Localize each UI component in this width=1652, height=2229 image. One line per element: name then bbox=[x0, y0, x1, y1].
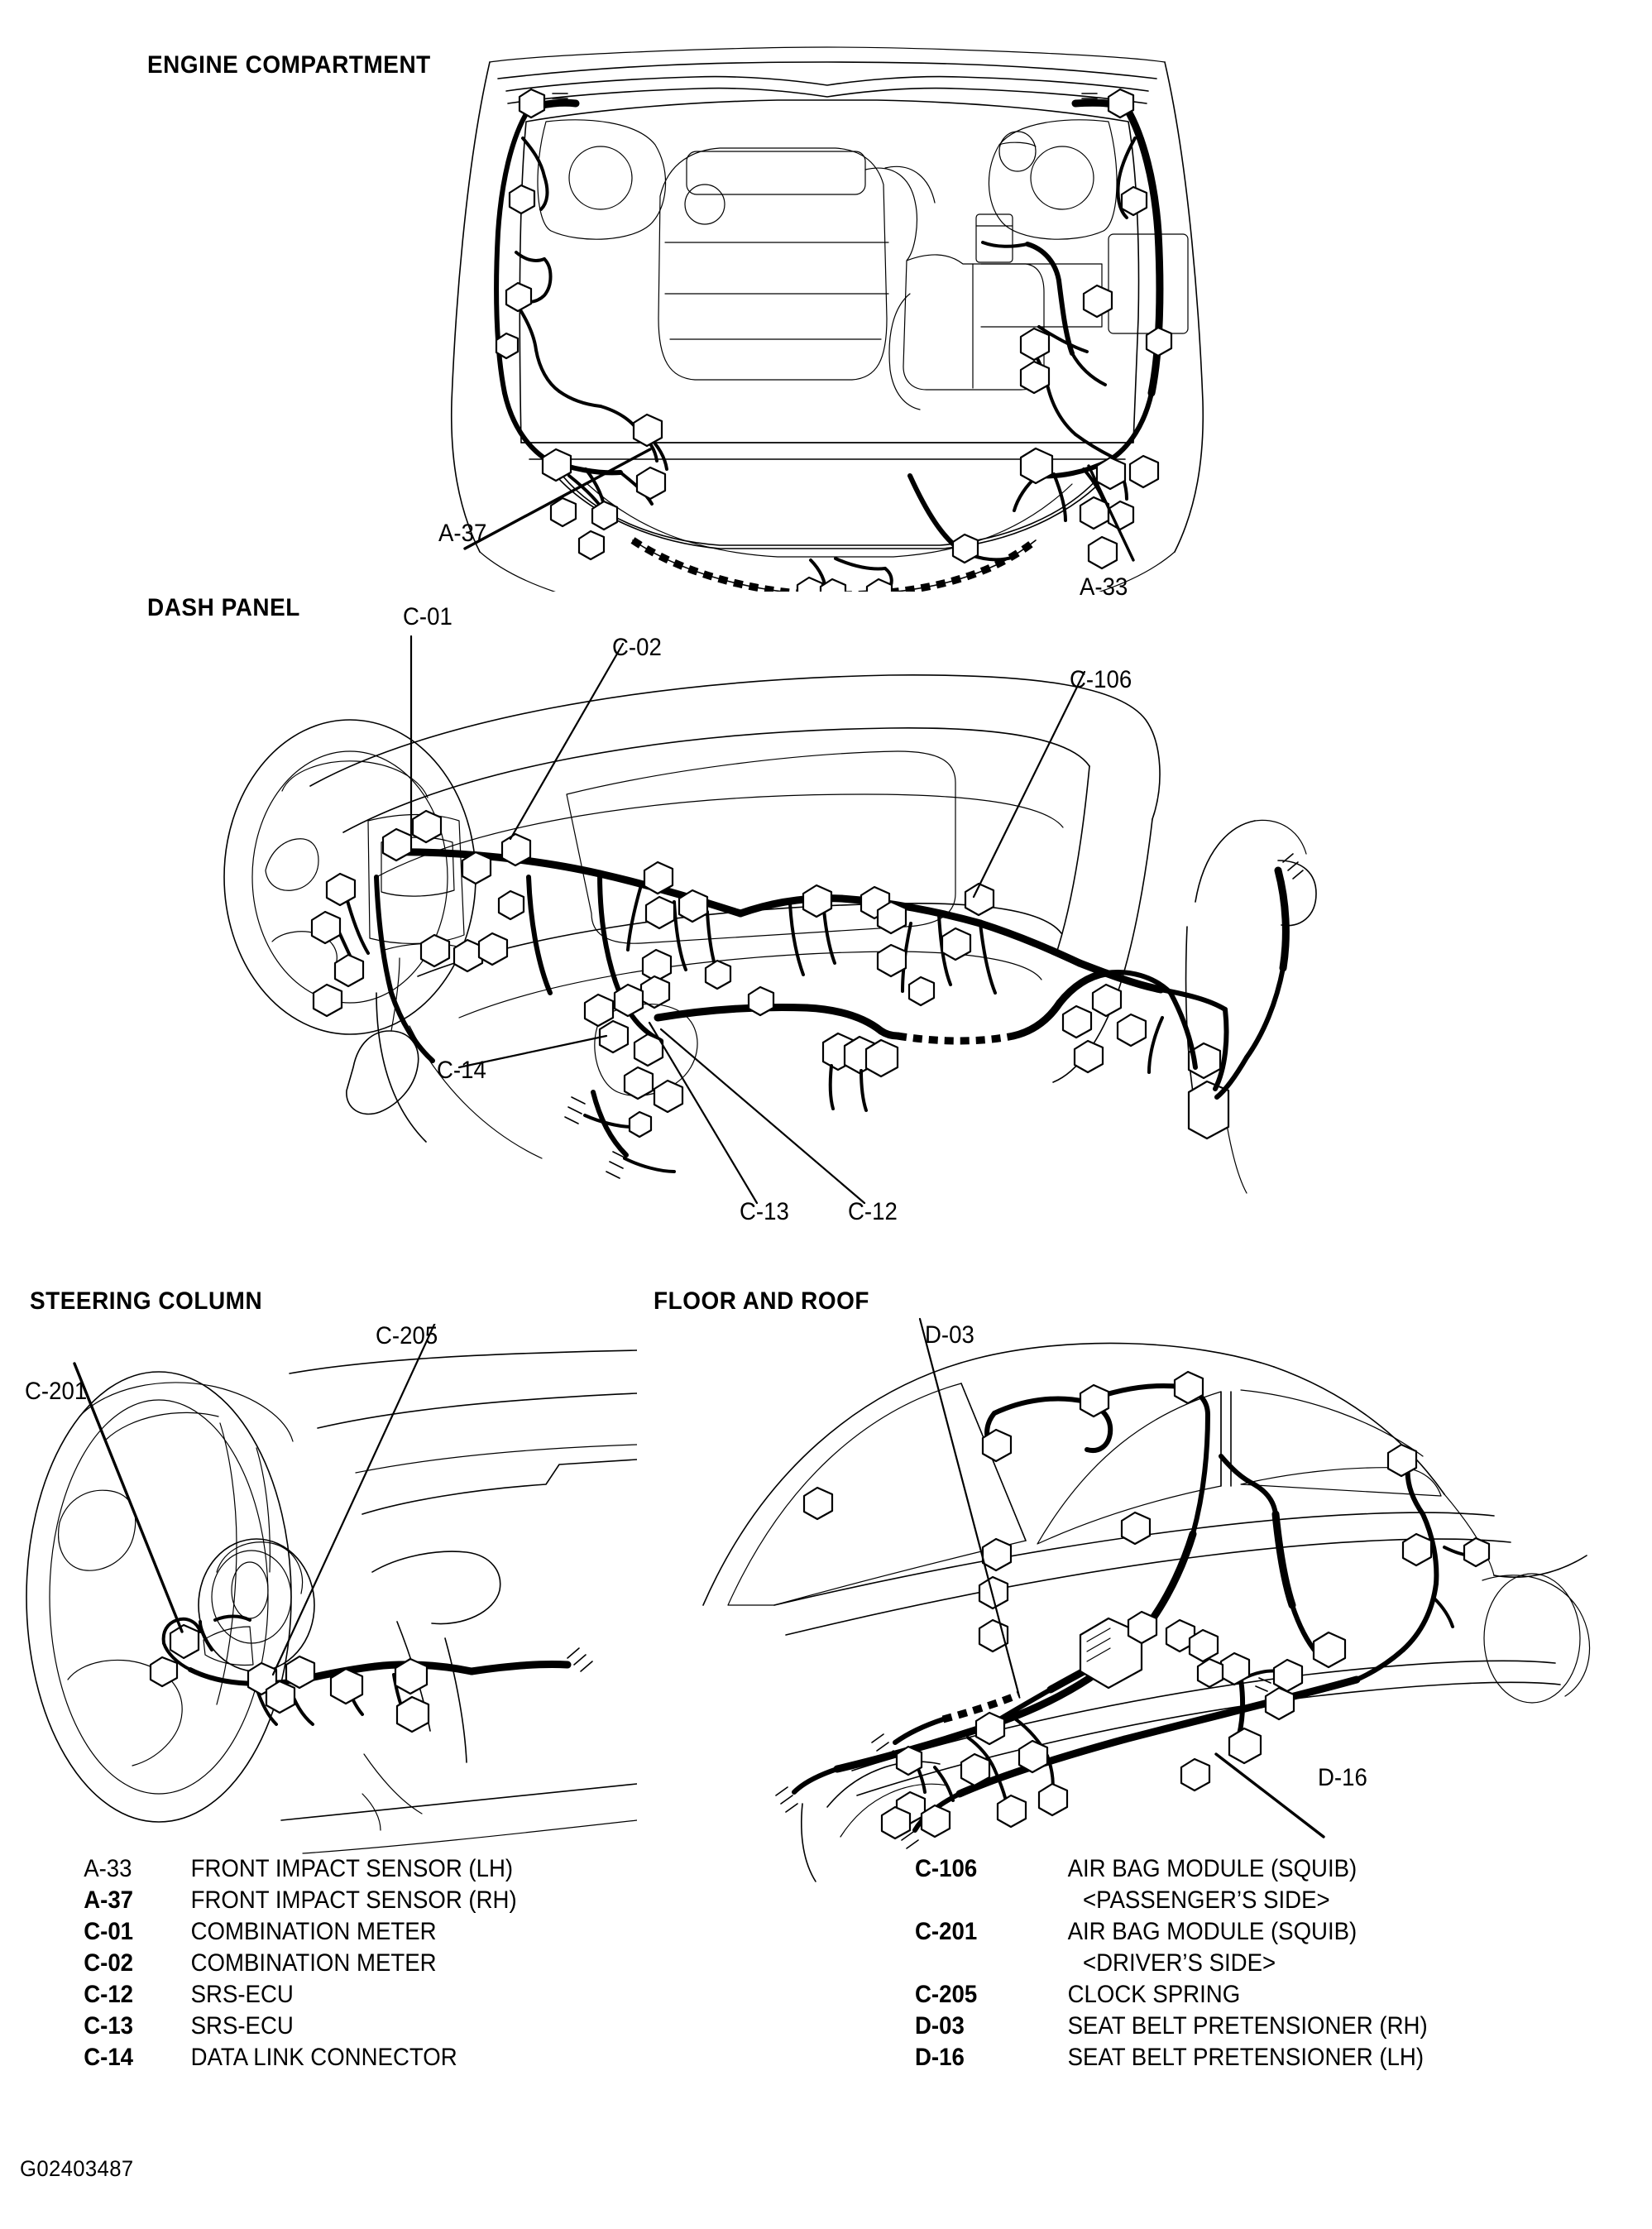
legend-code: C-12 bbox=[84, 1981, 134, 2008]
legend-description: FRONT IMPACT SENSOR (LH) bbox=[190, 1855, 514, 1882]
callout-c-02: C-02 bbox=[612, 634, 662, 661]
legend-row: C-106 AIR BAG MODULE (SQUIB) bbox=[877, 1853, 1652, 1885]
legend-row: C-201 AIR BAG MODULE (SQUIB) bbox=[877, 1916, 1652, 1948]
legend-row: <PASSENGER’S SIDE> bbox=[877, 1885, 1652, 1916]
legend-description: DATA LINK CONNECTOR bbox=[190, 2044, 457, 2071]
callout-d-16: D-16 bbox=[1318, 1764, 1367, 1791]
legend-description: <DRIVER’S SIDE> bbox=[1083, 1949, 1276, 1977]
legend-code: D-03 bbox=[915, 2012, 965, 2040]
legend-description: AIR BAG MODULE (SQUIB) bbox=[1067, 1855, 1358, 1882]
legend-row: C-02 COMBINATION METER bbox=[0, 1948, 827, 1979]
callout-c-106: C-106 bbox=[1070, 666, 1132, 693]
legend-row: D-16 SEAT BELT PRETENSIONER (LH) bbox=[877, 2042, 1652, 2073]
callout-c-201: C-201 bbox=[25, 1378, 88, 1405]
legend-code: C-106 bbox=[915, 1855, 978, 1882]
legend-code: A-33 bbox=[84, 1855, 132, 1882]
callout-c-12: C-12 bbox=[848, 1198, 898, 1225]
callout-a-33: A-33 bbox=[1080, 573, 1128, 601]
steering-column-diagram bbox=[8, 1324, 637, 1870]
legend-code: A-37 bbox=[84, 1886, 134, 1914]
callout-c-01: C-01 bbox=[403, 603, 453, 630]
legend-row: C-12 SRS-ECU bbox=[0, 1979, 827, 2011]
legend-description: AIR BAG MODULE (SQUIB) bbox=[1067, 1918, 1358, 1945]
callout-c-13: C-13 bbox=[740, 1198, 789, 1225]
dash-panel-diagram bbox=[211, 629, 1617, 1208]
legend-code: C-02 bbox=[84, 1949, 134, 1977]
legend-code: C-01 bbox=[84, 1918, 134, 1945]
legend-column-left: A-33 FRONT IMPACT SENSOR (LH) A-37 FRONT… bbox=[0, 1853, 827, 2073]
legend-description: <PASSENGER’S SIDE> bbox=[1083, 1886, 1330, 1914]
callout-c-205: C-205 bbox=[376, 1322, 438, 1349]
legend-description: COMBINATION METER bbox=[190, 1949, 437, 1977]
floor-and-roof-diagram bbox=[695, 1307, 1646, 1886]
connector-legend: A-33 FRONT IMPACT SENSOR (LH) A-37 FRONT… bbox=[0, 1853, 1652, 2118]
legend-code: C-14 bbox=[84, 2044, 134, 2071]
document-id: G02403487 bbox=[20, 2156, 134, 2181]
callout-c-14: C-14 bbox=[437, 1057, 486, 1084]
legend-code: C-205 bbox=[915, 1981, 978, 2008]
legend-row: A-37 FRONT IMPACT SENSOR (RH) bbox=[0, 1885, 827, 1916]
legend-description: COMBINATION METER bbox=[190, 1918, 437, 1945]
legend-description: SEAT BELT PRETENSIONER (LH) bbox=[1067, 2044, 1425, 2071]
legend-row: D-03 SEAT BELT PRETENSIONER (RH) bbox=[877, 2011, 1652, 2042]
legend-row: C-205 CLOCK SPRING bbox=[877, 1979, 1652, 2011]
legend-row: <DRIVER’S SIDE> bbox=[877, 1948, 1652, 1979]
callout-d-03: D-03 bbox=[925, 1321, 974, 1349]
legend-description: SEAT BELT PRETENSIONER (RH) bbox=[1067, 2012, 1428, 2040]
legend-description: FRONT IMPACT SENSOR (RH) bbox=[190, 1886, 517, 1914]
legend-row: C-01 COMBINATION METER bbox=[0, 1916, 827, 1948]
legend-code: D-16 bbox=[915, 2044, 965, 2071]
callout-a-37: A-37 bbox=[438, 520, 487, 547]
section-title-engine-compartment: ENGINE COMPARTMENT bbox=[147, 51, 431, 79]
legend-column-right: C-106 AIR BAG MODULE (SQUIB) <PASSENGER’… bbox=[877, 1853, 1652, 2073]
legend-code: C-201 bbox=[915, 1918, 978, 1945]
legend-row: C-14 DATA LINK CONNECTOR bbox=[0, 2042, 827, 2073]
engine-compartment-diagram bbox=[447, 46, 1208, 592]
legend-description: SRS-ECU bbox=[190, 2012, 294, 2040]
legend-row: A-33 FRONT IMPACT SENSOR (LH) bbox=[0, 1853, 827, 1885]
section-title-dash-panel: DASH PANEL bbox=[147, 594, 300, 621]
legend-code: C-13 bbox=[84, 2012, 134, 2040]
legend-row: C-13 SRS-ECU bbox=[0, 2011, 827, 2042]
legend-description: CLOCK SPRING bbox=[1067, 1981, 1241, 2008]
section-title-steering-column: STEERING COLUMN bbox=[30, 1287, 263, 1315]
section-title-floor-and-roof: FLOOR AND ROOF bbox=[654, 1287, 869, 1315]
legend-description: SRS-ECU bbox=[190, 1981, 294, 2008]
